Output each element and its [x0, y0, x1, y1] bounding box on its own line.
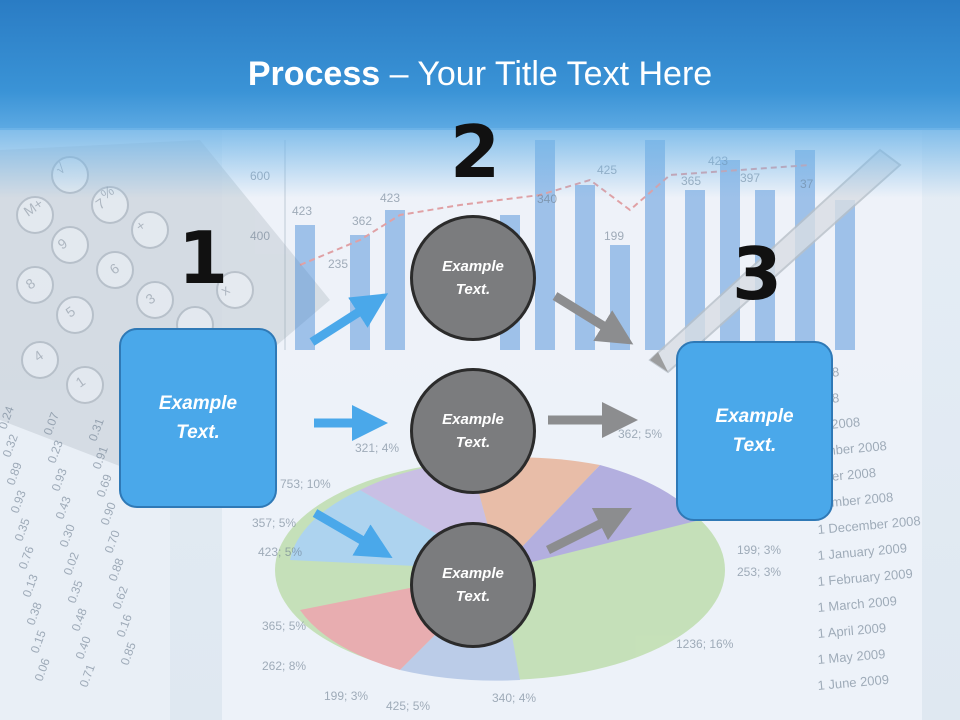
calculator-key-label: 8	[23, 275, 39, 293]
bottom-circle[interactable]: Example Text.	[410, 522, 536, 648]
table-number: 0.76	[16, 544, 37, 571]
table-number: 0.40	[73, 634, 94, 661]
table-number: 0.23	[45, 438, 66, 465]
calculator-key-label: 6	[107, 260, 123, 278]
legend-entry: 1 March 2009	[817, 593, 898, 615]
calculator-key-label: +	[133, 217, 149, 235]
step-number-3: 3	[732, 232, 783, 316]
chart-bar-label: 235	[328, 257, 348, 271]
chart-bar-label: 362	[352, 214, 372, 228]
pie-label: 262; 8%	[262, 659, 306, 673]
table-number: 0.07	[41, 410, 62, 437]
chart-axis-label: 400	[250, 229, 270, 243]
calculator-key-label: 4	[31, 347, 47, 365]
pie-label: 1236; 16%	[676, 637, 734, 651]
pie-label: 425; 5%	[386, 699, 430, 713]
step-number-1: 1	[178, 216, 229, 300]
table-number: 0.30	[57, 522, 78, 549]
chart-bar-label: 423	[292, 204, 312, 218]
table-number: 0.71	[77, 662, 98, 689]
legend-entry: ember 2008	[817, 438, 887, 459]
table-number: 0.90	[98, 500, 119, 527]
calculator-key-label: 9	[55, 235, 71, 253]
table-number: 0.89	[4, 460, 25, 487]
calculator-key-label: 1	[73, 373, 89, 391]
middle-circle-line2: Text.	[455, 434, 491, 451]
legend-entry: 1 January 2009	[817, 540, 908, 563]
legend-entry: 1 February 2009	[817, 566, 913, 589]
table-number: 0.70	[102, 528, 123, 555]
table-number: 0.48	[69, 606, 90, 633]
table-number: 0.02	[61, 550, 82, 577]
table-number: 0.35	[12, 516, 33, 543]
table-number: 0.35	[65, 578, 86, 605]
middle-circle[interactable]: Example Text.	[410, 368, 536, 494]
table-number: 0.93	[49, 466, 70, 493]
bottom-circle-line1: Example	[442, 565, 504, 582]
top-circle-line1: Example	[442, 258, 504, 275]
table-number: 0.38	[24, 600, 45, 627]
table-number: 0.69	[94, 472, 115, 499]
table-number: 0.43	[53, 494, 74, 521]
table-number: 0.32	[0, 432, 21, 459]
table-number: 0.31	[86, 416, 107, 443]
legend-entry: 1 June 2009	[817, 672, 890, 693]
title-bar	[0, 0, 960, 130]
pie-label: 321; 4%	[355, 441, 399, 455]
pie-label: 362; 5%	[618, 427, 662, 441]
chart-bar-label: 199	[604, 229, 624, 243]
pie-label: 357; 5%	[252, 516, 296, 530]
title-bar-fade	[0, 128, 960, 198]
pie-label: 753; 10%	[280, 477, 331, 491]
table-number: 0.24	[0, 404, 17, 431]
bottom-circle-line2: Text.	[455, 588, 491, 605]
legend-entry: 1 May 2009	[817, 646, 886, 667]
title-bold: Process	[247, 55, 381, 93]
table-number: 0.13	[20, 572, 41, 599]
left-box-line2: Text.	[176, 422, 220, 443]
middle-circle-line1: Example	[442, 411, 504, 428]
calculator-key-label: 3	[143, 290, 159, 308]
table-number: 0.88	[106, 556, 127, 583]
left-text-box[interactable]: Example Text.	[119, 328, 277, 508]
pie-label: 253; 3%	[737, 565, 781, 579]
table-number: 0.62	[110, 584, 131, 611]
legend-entry: 1 April 2009	[817, 620, 887, 641]
left-box-line1: Example	[158, 393, 238, 414]
table-number: 0.93	[8, 488, 29, 515]
table-number: 0.91	[90, 444, 111, 471]
table-number: 0.85	[118, 640, 139, 667]
calculator-key-label: M+	[21, 195, 46, 219]
pie-label: 365; 5%	[262, 619, 306, 633]
legend-entry: vember 2008	[817, 489, 894, 511]
table-number: 0.15	[28, 628, 49, 655]
pie-label: 423; 5%	[258, 545, 302, 559]
right-box-line2: Text.	[732, 435, 777, 456]
table-number: 0.16	[114, 612, 135, 639]
pie-label: 340; 4%	[492, 691, 536, 705]
slide-title: Process – Your Title Text Here	[0, 52, 960, 96]
step-number-2: 2	[450, 110, 501, 194]
top-circle-line2: Text.	[455, 281, 491, 298]
top-circle[interactable]: Example Text.	[410, 215, 536, 341]
table-number: 0.06	[32, 656, 53, 683]
pie-label: 199; 3%	[324, 689, 368, 703]
legend-entry: 1 December 2008	[817, 513, 921, 537]
calculator-key-label: 5	[63, 303, 79, 321]
right-text-box[interactable]: Example Text.	[676, 341, 833, 521]
right-box-line1: Example	[715, 406, 794, 427]
pie-label: 199; 3%	[737, 543, 781, 557]
title-rest: – Your Title Text Here	[380, 55, 713, 93]
